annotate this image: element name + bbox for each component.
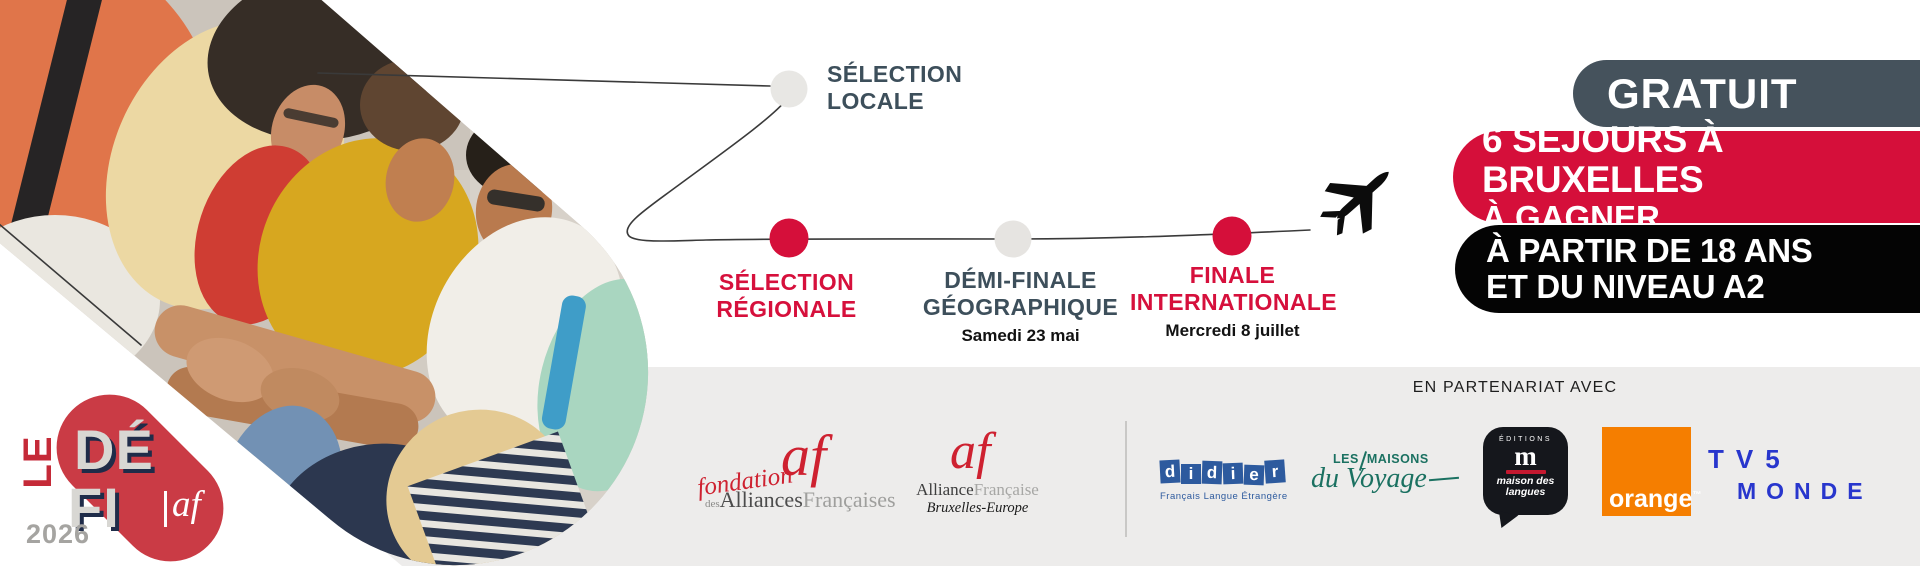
step-label-line2: INTERNATIONALE	[1130, 289, 1338, 315]
orange-logo: orange™	[1602, 427, 1701, 516]
maisons-du-voyage-logo: LES MAISONS du Voyage	[1311, 451, 1466, 495]
defi-af-label: af	[172, 484, 201, 525]
orange-name: orange	[1609, 485, 1693, 513]
airplane-icon	[1320, 171, 1389, 236]
lmdv-les: LES	[1333, 452, 1359, 466]
mdl-red-bar	[1505, 470, 1546, 474]
step-label-line2: LOCALE	[827, 88, 924, 114]
badge-conditions-line2: ET DU NIVEAU A2	[1486, 268, 1765, 305]
dot-finale	[1212, 216, 1252, 256]
alliance-name2: Française	[973, 480, 1039, 499]
mdl-editions: ÉDITIONS	[1498, 436, 1553, 443]
mdl-m-glyph: m	[1514, 441, 1537, 471]
dot-selection-locale	[770, 70, 808, 108]
alliance-af-monogram: af	[950, 423, 991, 480]
step-finale-internationale: FINALE INTERNATIONALE Mercredi 8 juillet	[1130, 262, 1338, 340]
mdl-name2: langues	[1505, 485, 1546, 498]
didier-wordmark: d i d i e r	[1159, 459, 1292, 486]
fondation-des: des	[705, 498, 720, 510]
lmdv-du-voyage: du Voyage	[1311, 463, 1427, 494]
tv5-line2: MONDE	[1737, 478, 1873, 504]
badge-gratuit: GRATUIT	[1573, 60, 1920, 127]
le-defi-logo: LE DÉ FI af 2026	[12, 372, 246, 566]
fondation-af-monogram: af	[781, 423, 827, 488]
step-label-line2: RÉGIONALE	[716, 296, 857, 322]
didier-subtitle: Français Langue Étrangère	[1160, 491, 1288, 502]
badge-prize-line1: 6 SÉJOURS À BRUXELLES	[1482, 118, 1724, 200]
lmdv-maisons: MAISONS	[1366, 452, 1429, 466]
alliance-name: AllianceFrançaise	[915, 480, 1040, 500]
maison-des-langues-logo: ÉDITIONS m maison des langues	[1483, 427, 1568, 531]
step-demi-finale: DÉMI-FINALE GÉOGRAPHIQUE Samedi 23 mai	[918, 267, 1123, 345]
partners-heading: EN PARTENARIAT AVEC	[1412, 379, 1618, 396]
badge-conditions: À PARTIR DE 18 ANS ET DU NIVEAU A2	[1455, 225, 1920, 313]
step-label-line1: SÉLECTION	[718, 269, 855, 295]
step-selection-locale: SÉLECTION LOCALE	[827, 61, 962, 115]
badge-gratuit-label: GRATUIT	[1607, 69, 1798, 117]
step-selection-regionale: SÉLECTION RÉGIONALE	[684, 269, 889, 323]
didier-letter: i	[1222, 462, 1244, 485]
fondation-name: desAlliancesFrançaises	[705, 487, 896, 513]
step-date: Samedi 23 mai	[961, 326, 1080, 345]
alliance-name1: Alliance	[916, 480, 974, 499]
fondation-name1: Alliances	[719, 487, 803, 512]
fondation-alliances-francaises-logo: af fondation desAlliancesFrançaises	[695, 423, 896, 512]
step-date: Mercredi 8 juillet	[1165, 321, 1300, 340]
lmdv-flourish	[1428, 476, 1459, 482]
didier-letter: e	[1243, 464, 1265, 486]
tv5-line1: TV5	[1708, 444, 1792, 474]
partners-divider	[1125, 421, 1127, 537]
dot-demi-finale	[994, 220, 1032, 258]
dot-selection-regionale	[769, 218, 809, 258]
tv5monde-logo: TV5 MONDE	[1708, 444, 1873, 505]
mdl-name1: maison des	[1496, 475, 1555, 487]
didier-letter: d	[1159, 459, 1181, 484]
defi-le-label: LE	[16, 435, 60, 489]
orange-tm: ™	[1692, 489, 1702, 500]
step-label-line1: FINALE	[1189, 262, 1276, 288]
didier-letter: r	[1264, 459, 1286, 484]
step-label-line1: SÉLECTION	[827, 61, 963, 87]
badge-conditions-line1: À PARTIR DE 18 ANS	[1486, 232, 1813, 269]
alliance-subtitle: Bruxelles-Europe	[926, 500, 1029, 516]
badge-prize: 6 SÉJOURS À BRUXELLES À GAGNER	[1453, 119, 1920, 235]
defi-de-label: DÉ	[74, 418, 154, 481]
defi-divider	[164, 491, 167, 527]
didier-letter: d	[1201, 460, 1223, 485]
defi-year: 2026	[26, 519, 91, 549]
fondation-name2: Françaises	[802, 487, 896, 512]
didier-logo: d i d i e r Français Langue Étrangère	[1159, 459, 1292, 502]
orange-wordmark: orange™	[1609, 485, 1701, 514]
step-label-line1: DÉMI-FINALE	[944, 267, 1097, 293]
lmdv-line1: LES MAISONS	[1333, 451, 1466, 471]
lmdv-line2: du Voyage	[1311, 463, 1466, 495]
didier-letter: i	[1181, 464, 1201, 484]
step-label-line2: GÉOGRAPHIQUE	[922, 294, 1119, 320]
